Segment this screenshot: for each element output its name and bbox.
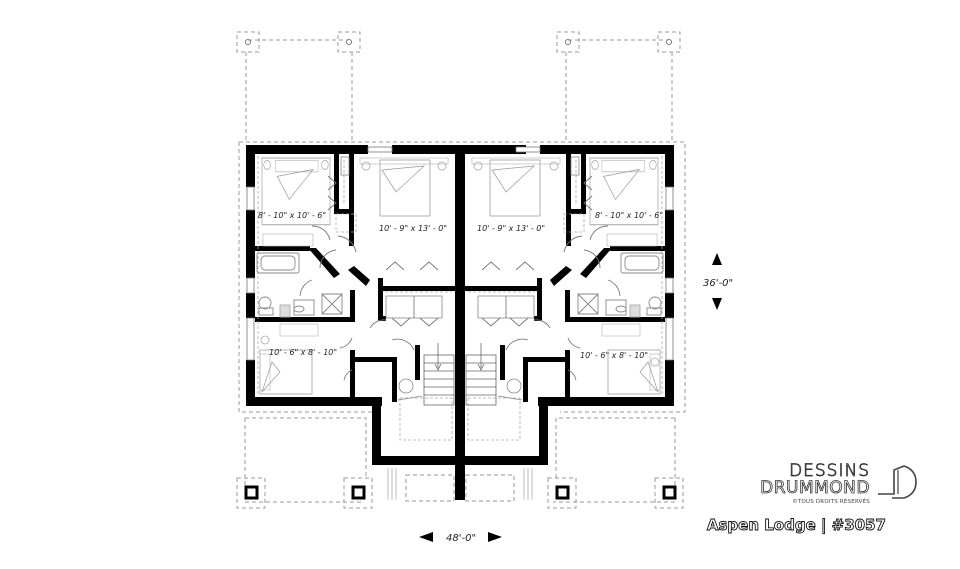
dresser-top-right (606, 233, 658, 247)
door-swings (299, 175, 621, 381)
interior-walls-left (255, 154, 455, 402)
bed-bottom-left (259, 323, 319, 395)
width-dimension: 48'-0" (419, 532, 502, 544)
bathroom-left-fixtures (256, 252, 343, 318)
closet-fixtures (340, 156, 580, 319)
logo-line1: DESSINS (789, 461, 870, 481)
porch-posts (244, 485, 677, 500)
room-label-bedroom-bottom-right: 10' - 6" x 8' - 10" (580, 351, 648, 360)
interior-dashed-lines (257, 156, 663, 441)
bed-bottom-right (601, 323, 661, 395)
room-label-bedroom-bottom-left: 10' - 6" x 8' - 10" (269, 348, 337, 357)
depth-dimension: 36'-0" (703, 253, 733, 310)
stairs-right (465, 343, 497, 406)
depth-label: 36'-0" (703, 278, 733, 289)
stairs-left (423, 343, 455, 406)
top-left-post-markers (245, 39, 352, 45)
room-label-bedroom-top-left: 8' - 10" x 10' - 6" (258, 211, 326, 220)
interior-walls-right (465, 154, 665, 402)
top-right-post-markers (565, 39, 672, 45)
bottom-porch-outline (236, 417, 684, 509)
bottom-steps (387, 468, 533, 500)
exterior-walls (246, 145, 674, 500)
room-label-bedroom-top-right: 8' - 10" x 10' - 6" (595, 211, 663, 220)
plan-name: Aspen Lodge | #3057 (706, 516, 886, 535)
logo-line2: DRUMMOND (760, 478, 870, 498)
bed-master-left (359, 157, 449, 217)
width-label: 48'-0" (446, 533, 476, 544)
arrow-down-icon (712, 298, 722, 310)
arrow-right-icon (488, 532, 502, 542)
arrow-up-icon (712, 253, 722, 265)
landing-fixtures (397, 378, 523, 401)
bed-master-right (471, 157, 561, 217)
room-label-master-left: 10' - 9" x 13' - 0" (379, 224, 447, 233)
bed-top-left (261, 157, 331, 226)
top-left-porch-outline (236, 31, 361, 143)
room-label-master-right: 10' - 9" x 13' - 0" (477, 224, 545, 233)
bed-top-right (589, 157, 659, 226)
roof-outline (238, 141, 686, 413)
top-right-porch-outline (556, 31, 681, 143)
dresser-top-left (262, 233, 314, 247)
dessins-drummond-logo: DESSINS DRUMMOND ©TOUS DROITS RÉSERVÉS A… (706, 461, 922, 542)
logo-mark-icon (878, 465, 917, 499)
windows (246, 146, 674, 361)
arrow-left-icon (419, 532, 433, 542)
logo-rights: ©TOUS DROITS RÉSERVÉS (792, 499, 870, 505)
bathroom-right-fixtures (577, 252, 664, 318)
